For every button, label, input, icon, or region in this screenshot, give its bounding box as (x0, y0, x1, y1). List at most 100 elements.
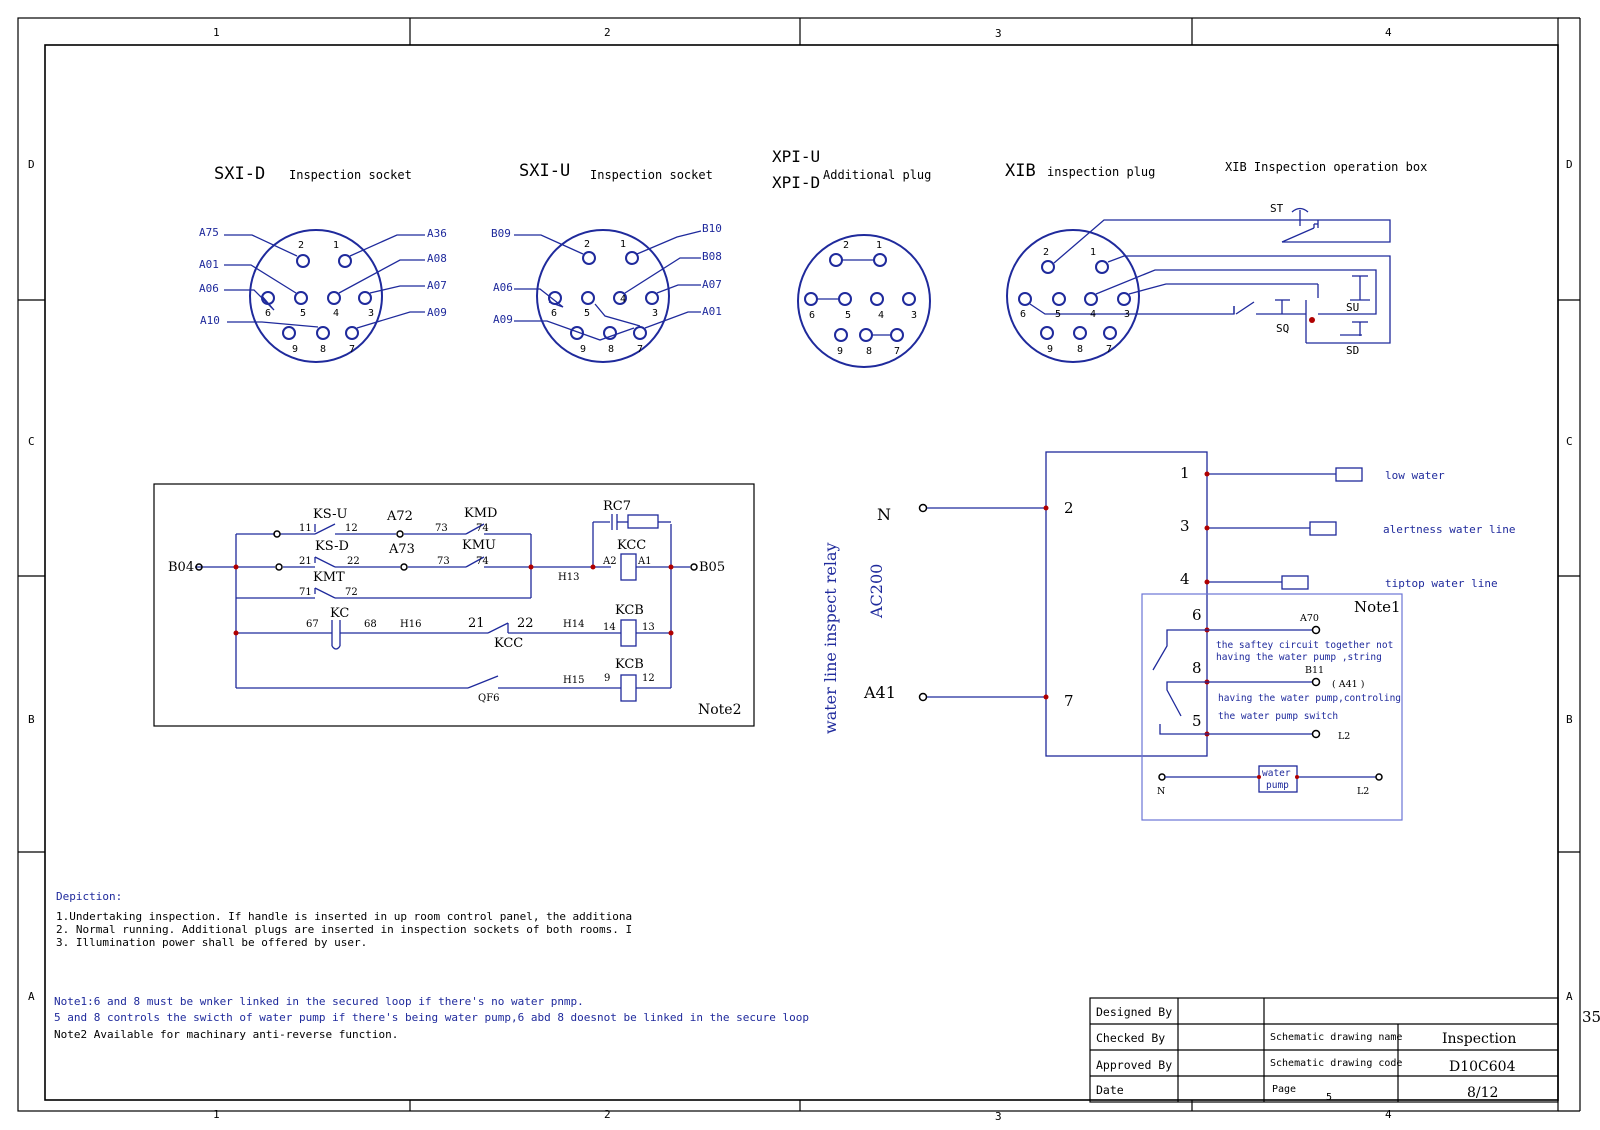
num: 11 (299, 523, 312, 534)
depiction-line-1: 1.Undertaking inspection. If handle is i… (56, 910, 632, 923)
wire-label: A09 (493, 313, 513, 326)
pin-label: 1 (333, 240, 339, 251)
pin-label: 8 (320, 344, 326, 355)
num: 67 (306, 619, 319, 630)
depiction-block: Depiction: 1.Undertaking inspection. If … (54, 890, 809, 1041)
pin-label: 1 (1090, 247, 1096, 258)
drawing-name-value: Inspection (1442, 1031, 1516, 1047)
pin-3 (358, 291, 372, 305)
xpi-d-title: XPI-D (772, 173, 820, 192)
pump-n-label: N (1157, 786, 1165, 797)
num: 73 (435, 523, 448, 534)
label-kmd: KMD (464, 506, 497, 521)
pump-label-1: water (1262, 768, 1291, 779)
connector-headings: SXI-D Inspection socket SXI-U Inspection… (214, 147, 1427, 192)
note1-text: having the water pump,controling (1218, 693, 1401, 704)
pin-label: 6 (1020, 309, 1026, 320)
relay-term-3: 3 (1180, 517, 1190, 535)
pump-label-2: pump (1266, 780, 1289, 791)
num: 21 (468, 616, 485, 631)
row-label-c-right: C (1566, 435, 1573, 448)
pin-9 (282, 326, 296, 340)
wire-label: A36 (427, 227, 447, 240)
pin-label: 7 (1106, 344, 1112, 355)
ladder-circuit: B04 B05 KS-U KS-D KMT KMD KMU A72 A73 RC… (153, 483, 755, 727)
wire-label: A06 (199, 282, 219, 295)
col-label-2-bottom: 2 (604, 1108, 611, 1121)
col-label-1: 1 (213, 26, 220, 39)
num: A1 (637, 556, 652, 567)
num: A2 (602, 556, 617, 567)
label-ks-d: KS-D (315, 539, 349, 554)
num: 9 (604, 673, 610, 684)
num: 72 (345, 587, 358, 598)
page-small: 5 (1326, 1092, 1332, 1103)
num: 74 (476, 523, 489, 534)
relay-term-6: 6 (1192, 606, 1202, 624)
drawing-code-label: Schematic drawing code (1270, 1058, 1402, 1069)
pin-label: 8 (608, 344, 614, 355)
pin-label: 4 (878, 310, 884, 321)
num: 21 (299, 556, 312, 567)
col-label-4: 4 (1385, 26, 1392, 39)
pin-label: 1 (620, 239, 626, 250)
pin-5 (294, 291, 308, 305)
pin-label: 5 (1055, 309, 1061, 320)
sxi-u-title: SXI-U (519, 161, 570, 181)
depiction-title: Depiction: (56, 890, 122, 903)
depiction-line-3: 3. Illumination power shall be offered b… (56, 936, 367, 949)
xib-title: XIB (1005, 161, 1036, 181)
note-line-1: Note1:6 and 8 must be wnker linked in th… (54, 995, 584, 1008)
date-label: Date (1096, 1083, 1124, 1097)
pin-label: 9 (1047, 344, 1053, 355)
num: 22 (517, 616, 534, 631)
pin-label: 2 (843, 240, 849, 251)
pin-label: 4 (333, 308, 339, 319)
switch-su-label: SU (1346, 301, 1359, 314)
depiction-line-2: 2. Normal running. Additional plugs are … (56, 923, 632, 936)
level-alertness: alertness water line (1383, 523, 1515, 536)
note1-label: Note1 (1354, 598, 1401, 616)
xpi-plug: 2 1 3 4 5 6 7 8 9 (797, 234, 931, 368)
row-label-d: D (28, 158, 35, 171)
label-a41-paren: ( A41 ) (1332, 679, 1364, 690)
label-rc7: RC7 (603, 499, 631, 514)
row-label-a: A (28, 990, 35, 1003)
num: 22 (347, 556, 360, 567)
note1-text: the water pump switch (1218, 711, 1338, 722)
num: 13 (642, 622, 655, 633)
label-kcc-2: KCC (494, 636, 523, 651)
relay-term-8: 8 (1192, 659, 1202, 677)
pin-label: 6 (809, 310, 815, 321)
col-label-3: 3 (995, 27, 1002, 40)
pin-2 (296, 254, 310, 268)
row-label-d-right: D (1566, 158, 1573, 171)
sxi-u-desc: Inspection socket (590, 168, 713, 182)
wire-label: A08 (427, 252, 447, 265)
pin-label: 2 (584, 239, 590, 250)
wire-label: A01 (702, 305, 722, 318)
level-tiptop: tiptop water line (1385, 577, 1498, 590)
xpi-u-title: XPI-U (772, 147, 820, 166)
wire-label: A09 (427, 306, 447, 319)
pin-label: 4 (620, 294, 626, 305)
col-label-3-bottom: 3 (995, 1110, 1002, 1123)
pin-label: 2 (298, 240, 304, 251)
label-kcc: KCC (617, 538, 646, 553)
title-block: Designed By Checked By Approved By Date … (1089, 997, 1559, 1103)
water-relay: water line inspect relay AC200 N A41 (821, 451, 1515, 821)
pin-label: 5 (584, 308, 590, 319)
pin-label: 3 (911, 310, 917, 321)
num: 14 (603, 622, 616, 633)
note1-text: having the water pump ,string (1216, 652, 1382, 663)
wire-label: A07 (702, 278, 722, 291)
label-a73: A73 (388, 542, 415, 557)
label-kmu: KMU (462, 538, 496, 553)
pin-label: 6 (265, 308, 271, 319)
row-label-b: B (28, 713, 35, 726)
num: 12 (345, 523, 358, 534)
wire-label: B09 (491, 227, 511, 240)
relay-vertical-label: water line inspect relay (821, 542, 840, 734)
pin-label: 8 (1077, 344, 1083, 355)
label-h15: H15 (563, 675, 584, 686)
